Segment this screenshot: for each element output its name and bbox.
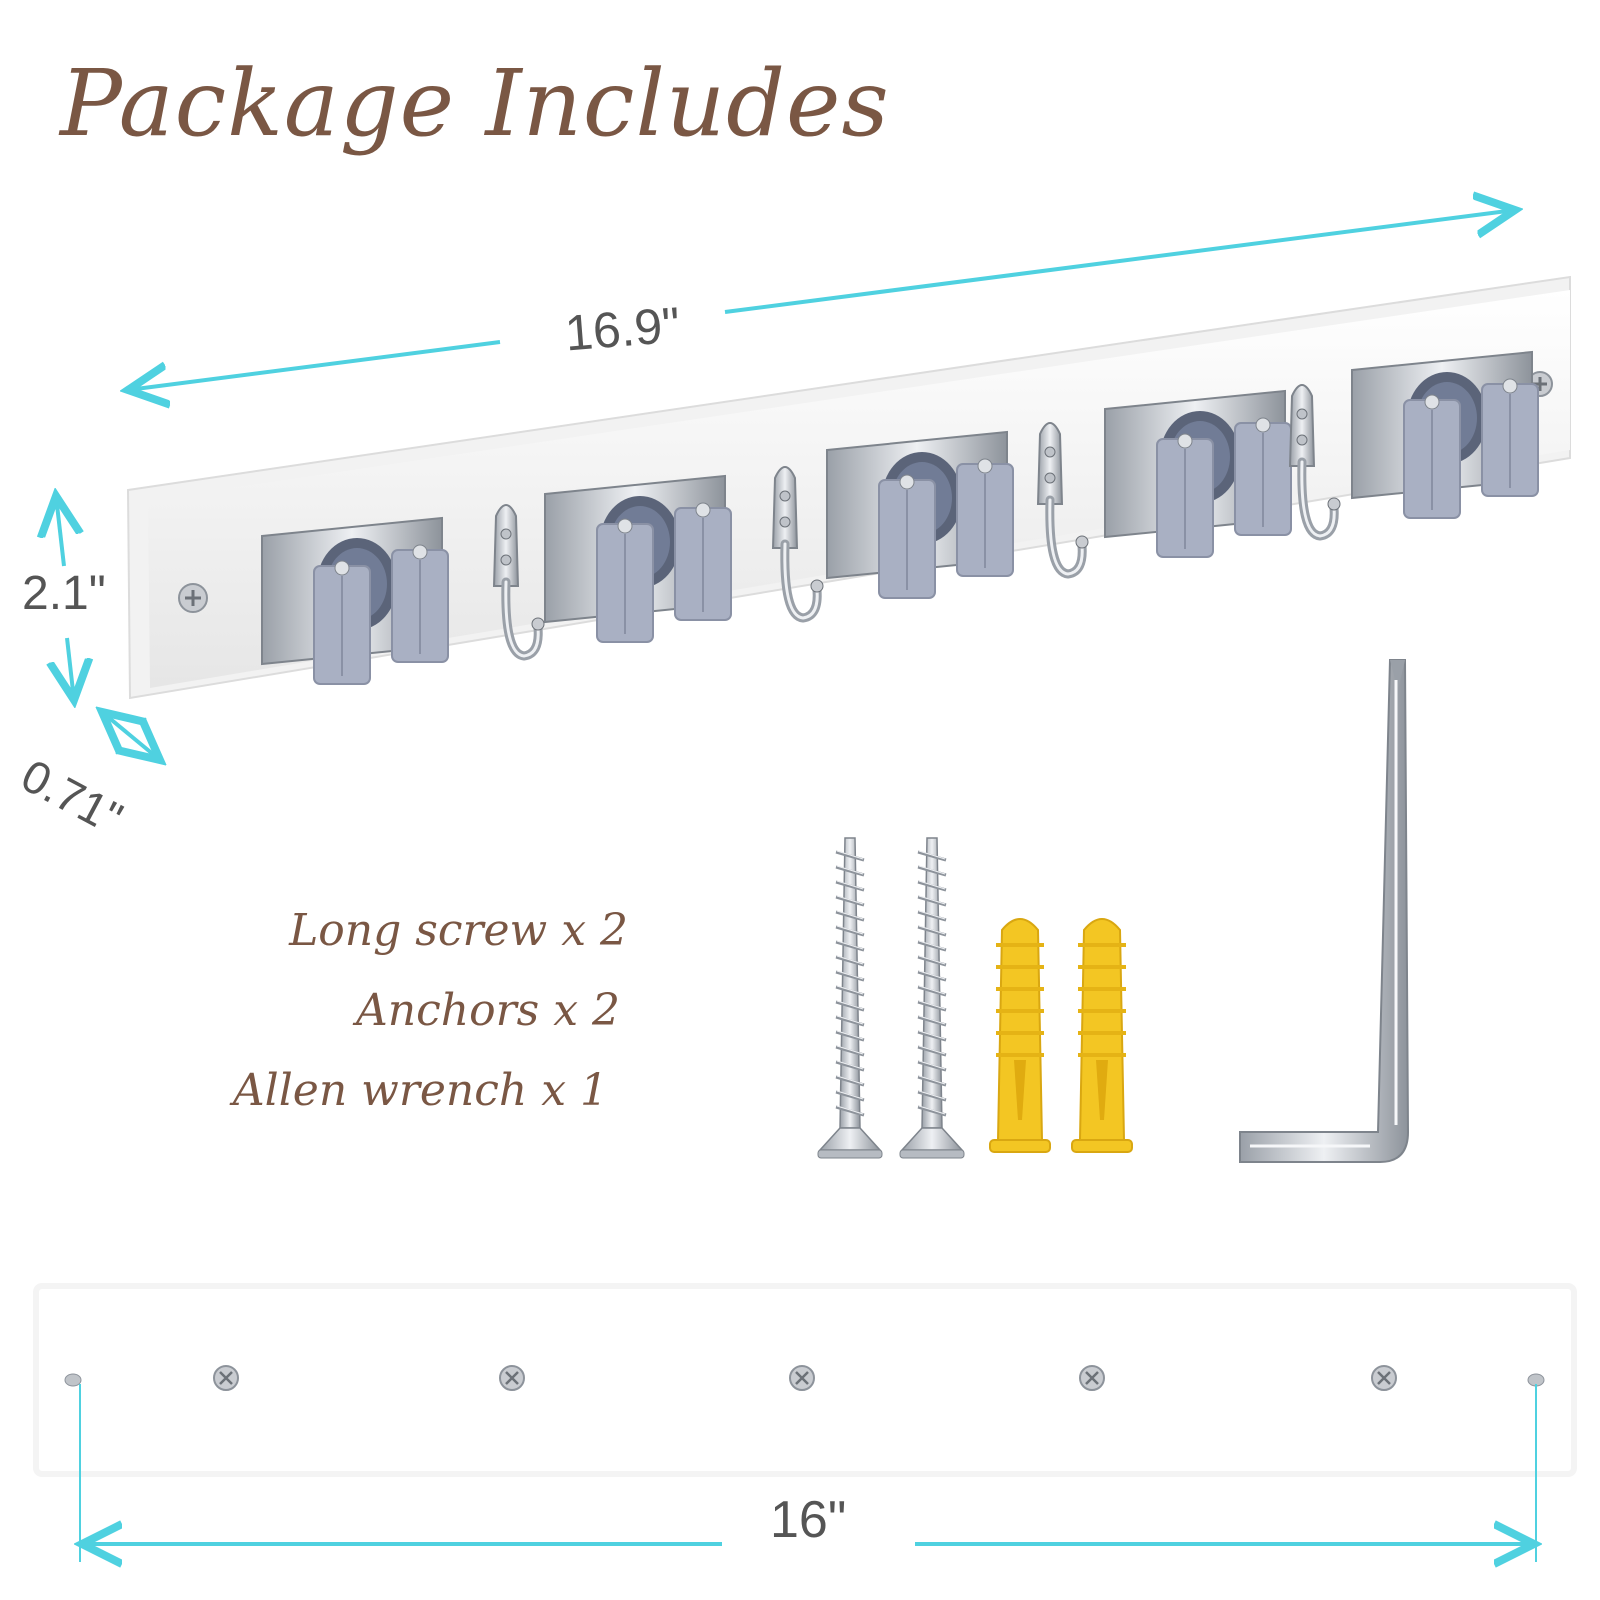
page-title: Package Includes: [60, 50, 890, 157]
contents-item-anchors: Anchors x 2: [356, 985, 620, 1036]
length-label: 16.9": [562, 296, 683, 362]
hook-icon: [1288, 384, 1341, 541]
wall-anchor-icon: [989, 918, 1051, 1153]
keyhole-slot-icon: [64, 1373, 82, 1387]
hole-spacing-label: 16": [770, 1491, 847, 1549]
back-screw-icon: [1371, 1365, 1397, 1391]
length-dimension-arrow: [128, 210, 1515, 390]
contents-item-allen-wrench: Allen wrench x 1: [232, 1065, 608, 1116]
mounting-screw-icon: [178, 583, 208, 613]
back-screw-icon: [789, 1365, 815, 1391]
long-screw-icon: [817, 837, 883, 1159]
back-screw-icon: [213, 1365, 239, 1391]
hook-icon: [771, 466, 824, 623]
hook-icon: [1036, 422, 1089, 579]
height-dimension-arrow: [56, 496, 74, 700]
mop-clip-holder: [261, 516, 449, 685]
back-screw-icon: [1079, 1365, 1105, 1391]
mop-clip-holder: [1104, 389, 1292, 558]
mop-clip-holder: [544, 474, 732, 643]
wall-anchor-icon: [1071, 918, 1133, 1153]
rack-back-view: [33, 1283, 1577, 1477]
clip-holders: [261, 350, 1539, 685]
allen-wrench-icon: [1239, 659, 1410, 1163]
back-screw-icon: [499, 1365, 525, 1391]
height-label: 2.1": [22, 567, 106, 620]
long-screws: [817, 837, 965, 1159]
anchors: [989, 918, 1133, 1153]
mop-clip-holder: [1351, 350, 1539, 519]
spacing-dimension-arrow: [80, 1384, 1536, 1562]
depth-dimension-arrow: [102, 712, 160, 760]
long-screw-icon: [899, 837, 965, 1159]
contents-item-long-screw: Long screw x 2: [289, 905, 628, 956]
hooks: [492, 384, 1341, 661]
hook-icon: [492, 504, 545, 661]
mop-clip-holder: [826, 430, 1014, 599]
